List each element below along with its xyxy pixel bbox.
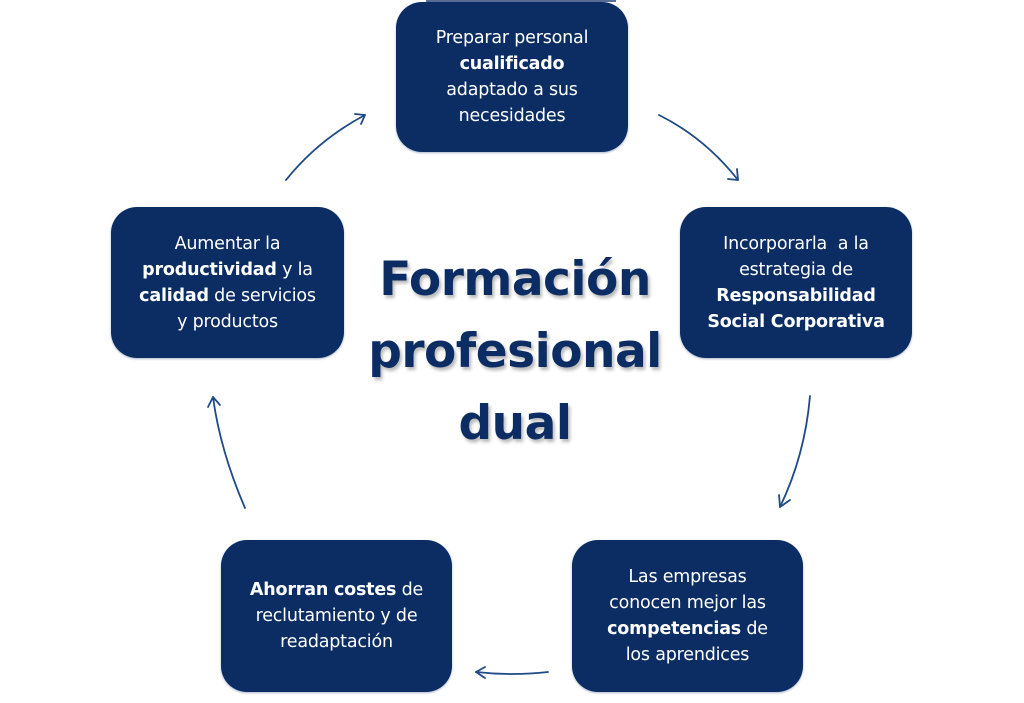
center-title-line: Formación	[379, 252, 651, 307]
node-text-bold: Responsabilidad	[716, 285, 876, 306]
arrow-left-to-top-icon	[285, 113, 366, 181]
node-text-bold: Ahorran costes	[249, 580, 397, 600]
top-divider-line	[426, 0, 616, 2]
arrow-top-to-right-icon	[658, 114, 739, 181]
node-aumentar-productividad: Aumentar la productividad y la calidad d…	[111, 207, 344, 358]
node-text-line: reclutamiento y de	[255, 606, 418, 626]
node-text-line: readaptación	[280, 632, 393, 652]
center-title-line: profesional	[368, 324, 662, 379]
node-text-rest: de	[396, 580, 424, 600]
node-text-bold: calidad	[139, 285, 209, 306]
node-text-rest: y la	[276, 259, 313, 280]
node-text-bold: competencias	[607, 619, 742, 639]
node-text-bold: Social Corporativa	[707, 311, 885, 332]
node-text-line: los aprendices	[625, 645, 750, 665]
node-text-line: Preparar personal	[435, 28, 589, 48]
node-empresas-conocen-competencias: Las empresas conocen mejor las competenc…	[572, 540, 803, 692]
arrow-right-to-bottom-right-icon	[778, 395, 811, 508]
node-ahorran-costes: Ahorran costes de reclutamiento y de rea…	[221, 540, 452, 692]
node-text-line: conocen mejor las	[609, 593, 766, 613]
arrow-bottom-left-to-left-icon	[207, 396, 246, 509]
arrow-bottom-right-to-bottom-left-icon	[475, 666, 549, 679]
center-title: Formación profesional dual	[360, 244, 670, 460]
node-text-line: estrategia de	[739, 259, 853, 280]
node-preparar-personal: Preparar personal cualificado adaptado a…	[396, 2, 628, 152]
node-text-rest: de	[741, 619, 768, 639]
node-text-line: adaptado a sus	[446, 80, 578, 100]
node-incorporarla-rsc: Incorporarla a la estrategia de Responsa…	[680, 207, 912, 358]
node-text-line: Incorporarla a la	[723, 233, 869, 254]
node-text-bold: cualificado	[459, 54, 565, 74]
node-text-line: y productos	[177, 311, 278, 332]
center-title-line: dual	[458, 396, 572, 451]
node-text-line: necesidades	[458, 106, 566, 126]
node-text-bold: productividad	[142, 259, 277, 280]
node-text-line: Las empresas	[628, 567, 747, 587]
node-text-line: Aumentar la	[174, 233, 281, 254]
node-text-rest: de servicios	[208, 285, 316, 306]
